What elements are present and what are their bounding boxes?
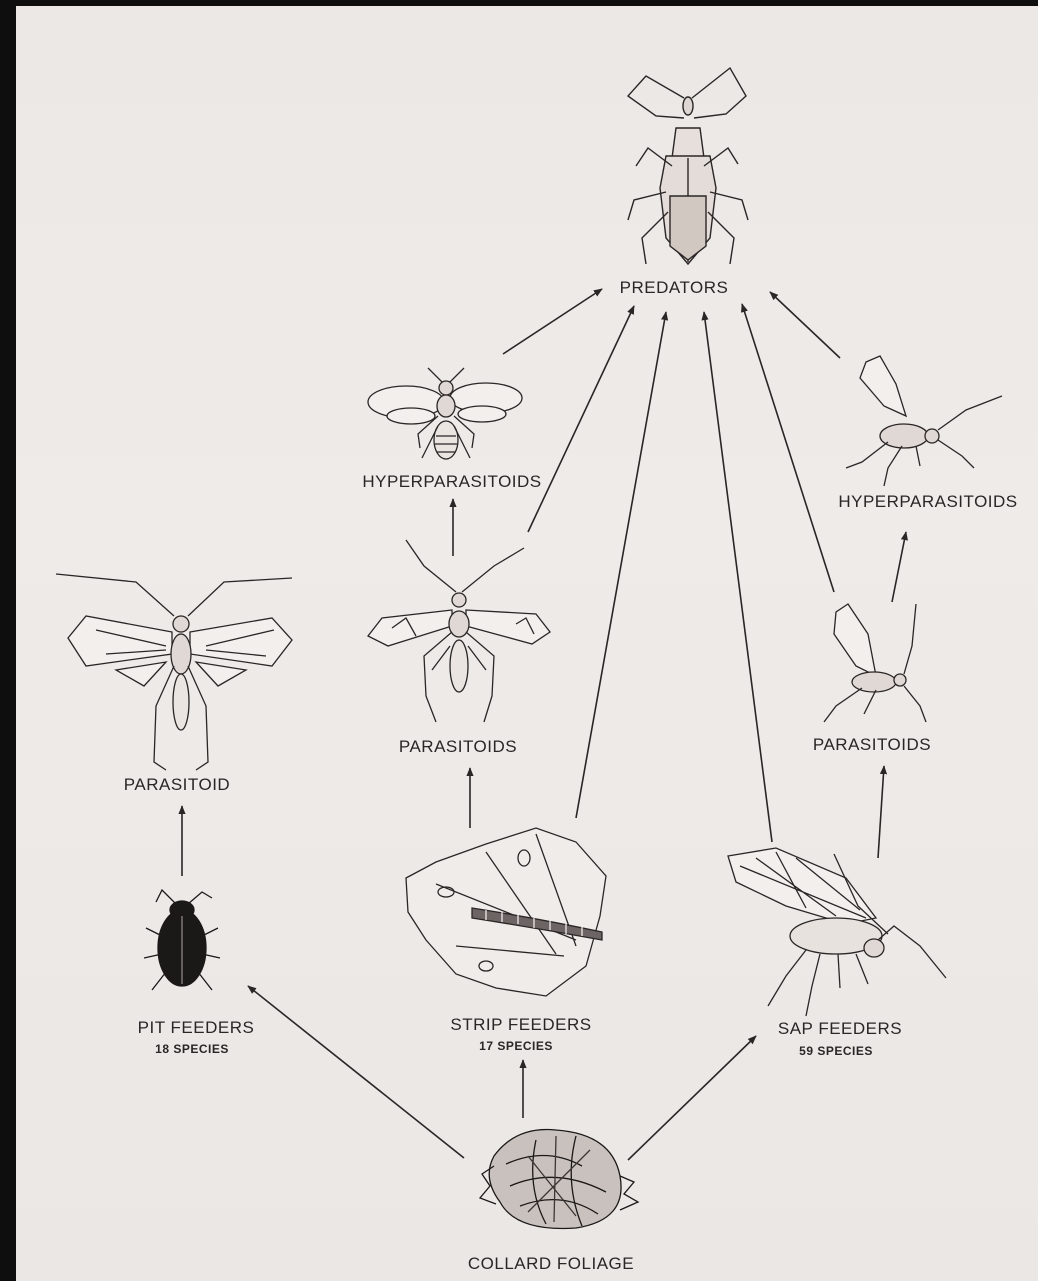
arrow-hyper-to-predators [503, 289, 602, 354]
hyperparasitoid-wasp-icon [368, 368, 522, 459]
label-strip-feeders-species: 17 SPECIES [479, 1039, 553, 1053]
food-web-diagram [16, 6, 1038, 1281]
caterpillar-on-leaf-icon [406, 828, 606, 996]
parasitoid-wasp-right-icon [824, 604, 926, 722]
arrow-foliage-to-pit [248, 986, 464, 1158]
label-parasitoids-right: PARASITOIDS [813, 735, 931, 755]
arrow-parasitoids-to-predators [528, 306, 634, 532]
label-strip-feeders: STRIP FEEDERS [450, 1015, 591, 1035]
label-sap-feeders-species: 59 SPECIES [799, 1044, 873, 1058]
label-parasitoid-left: PARASITOID [124, 775, 230, 795]
arrow-sap-to-predators [704, 312, 772, 842]
label-sap-feeders: SAP FEEDERS [778, 1019, 902, 1039]
arrow-right-hyper-to-predators [770, 292, 840, 358]
hyperparasitoid-wasp-right-icon [846, 356, 1002, 486]
arrow-sap-to-right-parasitoids [878, 766, 884, 858]
predator-bug-icon [628, 68, 748, 264]
label-predators: PREDATORS [620, 278, 729, 298]
label-hyperparasitoids-left: HYPERPARASITOIDS [362, 472, 541, 492]
label-hyperparasitoids-right: HYPERPARASITOIDS [838, 492, 1017, 512]
label-collard-foliage: COLLARD FOLIAGE [468, 1254, 634, 1274]
arrow-right-parasitoids-to-predators [742, 304, 834, 592]
arrow-strip-to-predators [576, 312, 666, 818]
aphid-icon [728, 848, 946, 1016]
parasitoid-wasp-left-icon [56, 574, 292, 770]
label-pit-feeders: PIT FEEDERS [138, 1018, 255, 1038]
parasitoid-wasp-center-icon [368, 540, 550, 722]
collard-plant-icon [480, 1130, 638, 1229]
flea-beetle-icon [144, 890, 220, 990]
arrow-right-parasitoids-to-hyper [892, 532, 906, 602]
label-pit-feeders-species: 18 SPECIES [155, 1042, 229, 1056]
label-parasitoids-center: PARASITOIDS [399, 737, 517, 757]
food-web-slide: PREDATORS HYPERPARASITOIDS HYPERPARASITO… [16, 6, 1038, 1281]
arrow-foliage-to-sap [628, 1036, 756, 1160]
